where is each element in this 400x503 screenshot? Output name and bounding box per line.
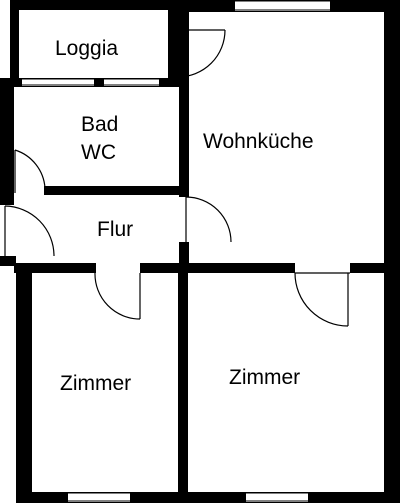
outer-wall-right xyxy=(384,0,400,503)
wall-wohnkueche-flur-stub xyxy=(179,242,189,267)
window-wohnkueche-top xyxy=(235,0,330,11)
door-loggia-wohnkueche xyxy=(177,29,226,78)
wall-bad-flur xyxy=(44,186,189,195)
window-loggia-bottom-left xyxy=(22,78,94,86)
outer-wall-left-zimmer xyxy=(16,266,32,503)
wall-flur-zimmer-right xyxy=(350,263,384,273)
outer-wall-left-flur-stub xyxy=(0,256,16,266)
window-zimmer-right-bottom xyxy=(246,492,308,502)
windows xyxy=(22,0,330,502)
door-zimmer-left xyxy=(94,272,141,320)
door-bad xyxy=(14,149,46,193)
room-label-zimmer-left: Zimmer xyxy=(60,372,131,395)
wall-wohnkueche-left xyxy=(179,12,189,197)
wall-flur-zimmer-mid xyxy=(140,263,295,273)
wall-loggia-right xyxy=(168,8,179,85)
window-zimmer-left-bottom xyxy=(68,492,130,502)
wall-loggia-bad xyxy=(14,78,179,87)
room-labels: Loggia Bad WC Wohnküche Flur Zimmer Zimm… xyxy=(55,37,314,395)
outer-wall-left-loggia xyxy=(10,0,19,85)
door-wohnkueche-flur xyxy=(185,196,232,243)
wall-flur-zimmer xyxy=(14,263,96,273)
outer-wall-left-bad xyxy=(0,78,14,205)
outer-wall-top-left xyxy=(10,0,170,10)
room-label-wohnkueche: Wohnküche xyxy=(203,130,314,153)
room-label-zimmer-right: Zimmer xyxy=(229,366,300,389)
room-label-wc: WC xyxy=(81,141,116,164)
room-label-flur: Flur xyxy=(97,218,133,241)
window-loggia-bottom-right xyxy=(104,78,159,86)
door-zimmer-right xyxy=(294,272,350,327)
door-entrance xyxy=(4,205,55,257)
wall-zimmer-divider xyxy=(178,266,188,503)
doors xyxy=(4,29,350,327)
room-label-bad: Bad xyxy=(81,113,118,136)
room-label-loggia: Loggia xyxy=(55,37,118,60)
outer-wall-bottom xyxy=(16,492,400,503)
